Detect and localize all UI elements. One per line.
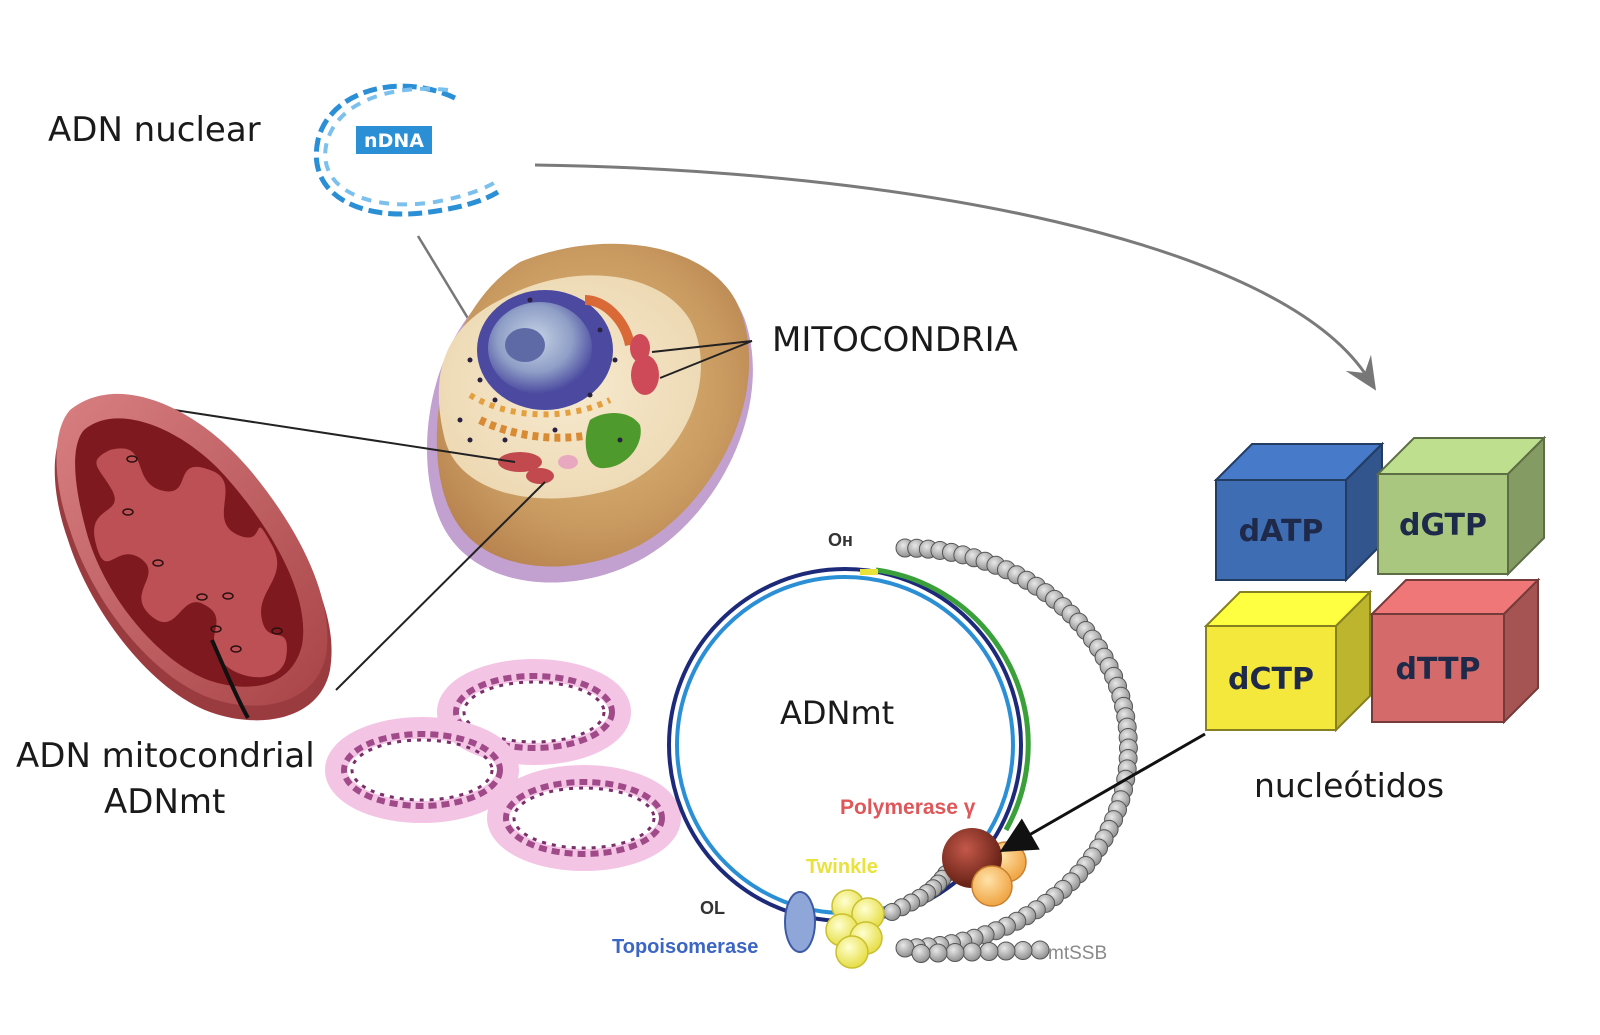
label-twinkle: Twinkle xyxy=(806,856,878,878)
polymerase-gamma xyxy=(942,828,1027,907)
label-adn-mitocondrial: ADN mitocondrial xyxy=(16,736,315,776)
label-mitocondria: MITOCONDRIA xyxy=(772,320,1018,360)
dctp-cube: dCTP xyxy=(1203,589,1373,733)
label-topoisomerase: Topoisomerase xyxy=(612,936,759,958)
mtssb-bead xyxy=(1030,940,1050,960)
cell-illustration xyxy=(426,243,753,583)
datp-label: dATP xyxy=(1239,514,1324,549)
ndna-connector-line xyxy=(416,235,474,326)
dgtp-label: dGTP xyxy=(1399,508,1487,543)
mtssb-bead xyxy=(979,942,999,961)
mtssb-bead xyxy=(962,942,982,962)
dctp-label: dCTP xyxy=(1228,662,1314,697)
mitochondrion-zoom-lines xyxy=(121,401,546,691)
label-polymerase: Polymerase γ xyxy=(840,796,976,819)
mtssb-bead xyxy=(996,941,1016,961)
label-ol: OL xyxy=(700,898,725,918)
ndna-to-nucleotides-arrow xyxy=(534,163,1377,391)
mtssb-bead xyxy=(895,938,915,958)
nucleotide-cubes: dATP dGTP dCTP dTTP xyxy=(1203,435,1547,733)
mtssb-bead xyxy=(945,943,965,962)
label-oh: Oн xyxy=(828,530,853,550)
dttp-label: dTTP xyxy=(1395,652,1480,687)
label-nucleotidos: nucleótidos xyxy=(1254,766,1445,805)
mtssb-bead xyxy=(928,943,948,963)
label-mtssb: mtSSB xyxy=(1048,943,1108,964)
mtssb-bead xyxy=(1013,941,1033,960)
mtdna-replication-diagram xyxy=(667,538,1138,969)
mitochondrion-illustration xyxy=(54,393,332,721)
label-adnmt-left: ADNmt xyxy=(104,782,226,822)
mtssb-bead xyxy=(883,903,901,921)
mtdna-plasmids-icon xyxy=(325,659,681,871)
mitocondria-pointer-lines xyxy=(651,340,753,379)
nucleotides-to-polymerase-arrow xyxy=(999,732,1206,852)
ndna-helix-icon: nDNA xyxy=(313,83,500,217)
nascent-strand xyxy=(875,567,1031,832)
mtssb-bead xyxy=(911,944,931,963)
ndna-tag: nDNA xyxy=(364,130,424,152)
dgtp-cube: dGTP xyxy=(1375,435,1547,577)
topoisomerase-protein xyxy=(784,891,816,953)
label-adnmt-circle: ADNmt xyxy=(780,694,895,732)
datp-cube: dATP xyxy=(1213,441,1385,583)
mtssb-beads xyxy=(883,538,1138,963)
dttp-cube: dTTP xyxy=(1369,577,1541,725)
twinkle-helicase xyxy=(825,889,885,969)
label-adn-nuclear: ADN nuclear xyxy=(48,110,261,150)
